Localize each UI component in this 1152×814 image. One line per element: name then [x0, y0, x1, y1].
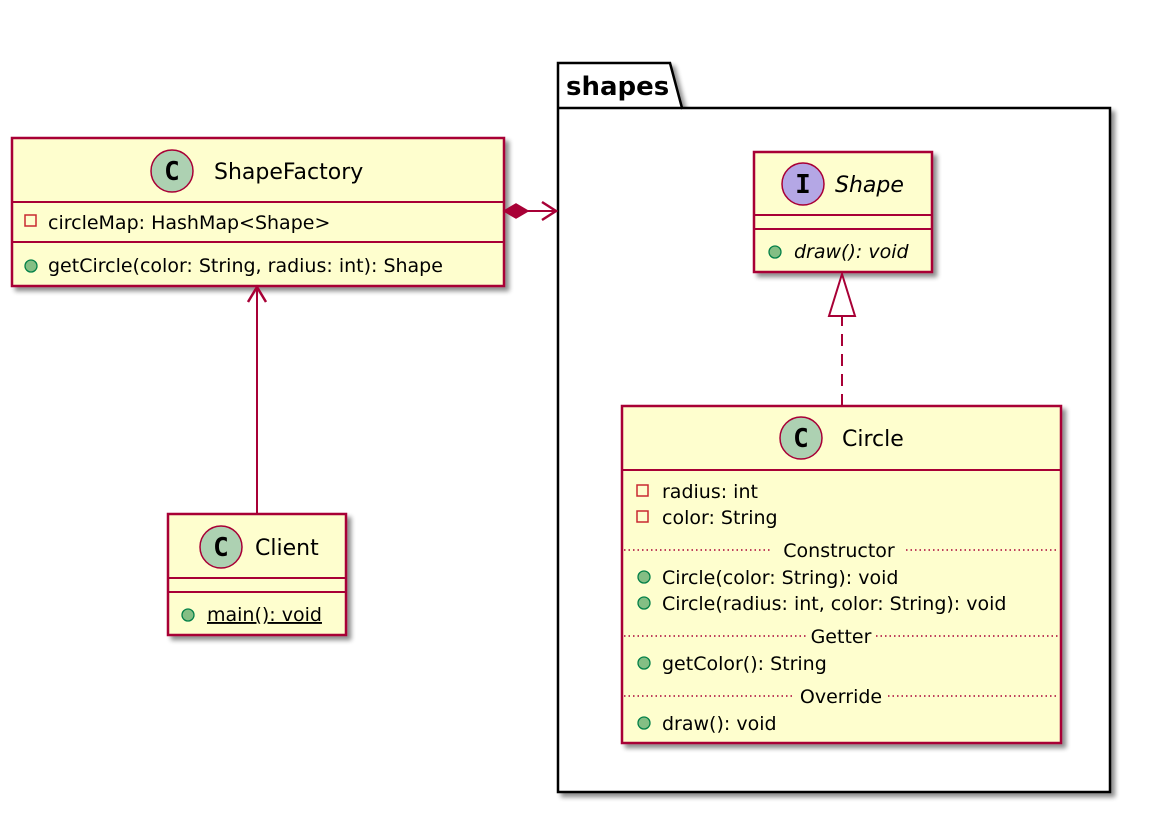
- svg-text:C: C: [164, 157, 180, 187]
- public-marker-icon: [181, 608, 195, 622]
- class-name: Circle: [842, 427, 904, 452]
- class-icon: C: [779, 416, 823, 460]
- relation-association: [246, 284, 268, 514]
- class-icon: C: [150, 149, 194, 193]
- interface-shape[interactable]: I Shape draw(): void: [752, 150, 934, 274]
- hollow-triangle-arrow-icon: [827, 270, 857, 317]
- method-getCircle: getCircle(color: String, radius: int): S…: [48, 255, 443, 277]
- private-marker-icon: [636, 484, 649, 497]
- field-radius: radius: int: [662, 481, 758, 503]
- method-draw-abstract: draw(): void: [794, 241, 909, 263]
- class-name: ShapeFactory: [214, 160, 363, 185]
- package-name: shapes: [566, 72, 669, 102]
- public-marker-icon: [637, 656, 651, 670]
- public-marker-icon: [637, 716, 651, 730]
- relation-realization: [827, 270, 857, 406]
- relation-composition: [502, 200, 559, 222]
- class-box: [10, 136, 506, 288]
- public-marker-icon: [24, 259, 38, 273]
- class-box: [620, 404, 1063, 745]
- section-label-constructor: Constructor: [783, 540, 895, 562]
- private-marker-icon: [636, 510, 649, 523]
- interface-icon: I: [781, 162, 825, 206]
- public-marker-icon: [637, 596, 651, 610]
- class-circle[interactable]: C Circle radius: int color: String Const…: [620, 404, 1063, 745]
- method-getColor: getColor(): String: [662, 653, 827, 675]
- private-marker-icon: [24, 214, 37, 227]
- svg-text:C: C: [793, 424, 809, 454]
- interface-name: Shape: [835, 173, 904, 198]
- section-label-getter: Getter: [811, 626, 872, 648]
- class-icon: C: [199, 525, 243, 569]
- class-client[interactable]: C Client main(): void: [166, 512, 348, 637]
- class-box: [166, 512, 348, 637]
- method-circle-radius-color: Circle(radius: int, color: String): void: [662, 593, 1006, 615]
- public-marker-icon: [637, 570, 651, 584]
- svg-text:C: C: [213, 533, 229, 563]
- svg-text:I: I: [795, 170, 811, 200]
- class-shape-factory[interactable]: C ShapeFactory circleMap: HashMap<Shape>…: [10, 136, 506, 288]
- class-name: Client: [255, 536, 319, 561]
- method-draw: draw(): void: [662, 713, 777, 735]
- method-circle-color: Circle(color: String): void: [662, 567, 898, 589]
- method-main: main(): void: [207, 604, 322, 626]
- field-circleMap: circleMap: HashMap<Shape>: [48, 212, 330, 234]
- composition-diamond-icon: [502, 203, 530, 219]
- section-label-override: Override: [800, 686, 882, 708]
- public-marker-icon: [768, 245, 782, 259]
- arrow-head-icon: [246, 284, 268, 303]
- field-color: color: String: [662, 507, 778, 529]
- arrow-head-icon: [541, 200, 559, 222]
- class-box: [752, 150, 934, 274]
